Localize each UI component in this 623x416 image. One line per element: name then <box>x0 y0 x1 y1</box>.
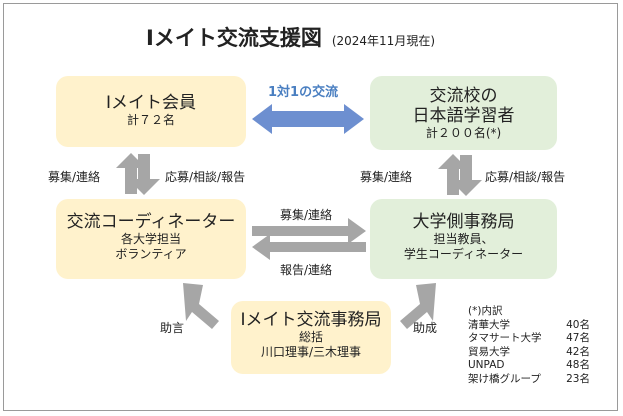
exchange-arrow <box>252 104 364 134</box>
support-label: 助成 <box>413 321 438 335</box>
imate-members-box: Iメイト会員 計７２名 <box>56 76 246 147</box>
breakdown-count: 48名 <box>566 359 590 371</box>
right-down-arrow <box>450 155 482 196</box>
breakdown-count: 47名 <box>566 332 590 344</box>
breakdown-count: 40名 <box>566 318 590 331</box>
university-office-sub1: 担当教員、 <box>433 232 494 246</box>
imate-office-sub1: 総括 <box>298 330 323 344</box>
middle-bottom-label: 報告/連絡 <box>280 263 333 277</box>
imate-office-box: Iメイト交流事務局 総括 川口理事/三木理事 <box>231 301 391 374</box>
coordinator-box: 交流コーディネーター 各大学担当 ボランティア <box>56 199 246 279</box>
date-note: (2024年11月現在) <box>331 34 436 48</box>
recruit-left-label: 募集/連絡 <box>48 170 101 184</box>
breakdown-name: タマサート大学 <box>468 332 542 344</box>
breakdown-count: 42名 <box>566 345 590 358</box>
diagram-title: Iメイト交流支援図 (2024年11月現在) <box>146 22 435 52</box>
middle-top-label: 募集/連絡 <box>280 208 333 222</box>
breakdown-row: タマサート大学 47名 <box>468 332 590 346</box>
support-arrow <box>400 283 436 329</box>
partner-learners-name1: 交流校の <box>429 86 498 106</box>
university-office-box: 大学側事務局 担当教員、 学生コーディネーター <box>370 199 557 279</box>
university-office-sub2: 学生コーディネーター <box>403 247 524 261</box>
breakdown-name: 架け橋グループ <box>468 372 541 385</box>
left-down-arrow <box>128 154 160 195</box>
breakdown-row: 架け橋グループ 23名 <box>468 373 590 387</box>
breakdown-name: 貿易大学 <box>468 345 510 358</box>
diagram-frame <box>3 3 618 411</box>
breakdown-row: UNPAD 48名 <box>468 359 590 373</box>
coordinator-sub2: ボランティア <box>115 247 187 261</box>
breakdown-row: 貿易大学 42名 <box>468 346 590 360</box>
breakdown-heading: (*)内訳 <box>468 305 503 317</box>
breakdown-row: 清華大学 40名 <box>468 319 590 333</box>
recruit-right-label: 募集/連絡 <box>360 170 413 184</box>
apply-left-label: 応募/相談/報告 <box>165 170 246 184</box>
title-text: Iメイト交流支援図 <box>146 26 322 50</box>
coordinator-name: 交流コーディネーター <box>66 212 236 232</box>
partner-learners-count: 計２００名(*) <box>425 126 502 140</box>
coordinator-sub1: 各大学担当 <box>120 232 181 246</box>
imate-office-sub2: 川口理事/三木理事 <box>260 345 362 359</box>
partner-learners-name2: 日本語学習者 <box>412 106 515 126</box>
breakdown-list: (*)内訳 清華大学 40名 タマサート大学 47名 貿易大学 42名 UNPAD 48… <box>468 305 590 386</box>
breakdown-name: 清華大学 <box>468 318 510 331</box>
university-office-name: 大学側事務局 <box>412 212 515 232</box>
advice-arrow <box>183 283 219 329</box>
breakdown-name: UNPAD <box>468 359 505 371</box>
imate-members-name: Iメイト会員 <box>105 93 196 113</box>
imate-office-name: Iメイト交流事務局 <box>240 310 382 330</box>
imate-members-count: 計７２名 <box>126 113 175 127</box>
partner-learners-box: 交流校の 日本語学習者 計２００名(*) <box>370 76 557 150</box>
apply-right-label: 応募/相談/報告 <box>485 170 566 184</box>
exchange-label: 1対1の交流 <box>268 85 339 100</box>
breakdown-count: 23名 <box>566 372 590 385</box>
middle-left-arrow <box>252 234 366 260</box>
advice-label: 助言 <box>160 321 185 335</box>
middle-right-arrow <box>252 218 366 244</box>
